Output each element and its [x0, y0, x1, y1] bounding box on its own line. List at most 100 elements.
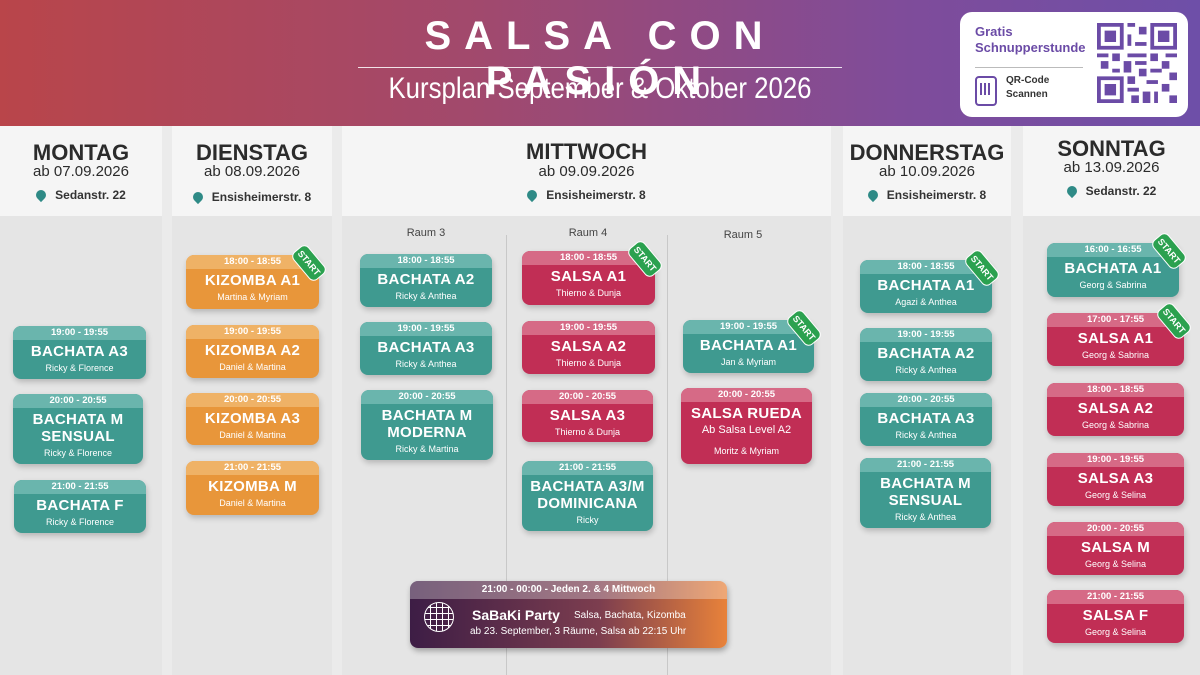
course-name: KIZOMBA M — [208, 478, 297, 495]
day-header: MONTAG ab 07.09.2026 Sedanstr. 22 — [0, 126, 162, 216]
qr-caption: QR-Code Scannen — [1006, 75, 1050, 100]
disco-ball-icon — [424, 602, 454, 632]
location-pin-icon — [34, 187, 49, 203]
course-teachers: Daniel & Martina — [219, 430, 286, 440]
course-name: SALSA A2 — [550, 338, 627, 355]
day-location: Ensisheimerstr. 8 — [342, 187, 831, 203]
course-time: 20:00 - 20:55 — [361, 390, 493, 404]
course-time: 20:00 - 20:55 — [186, 393, 319, 407]
course-teachers: Jan & Myriam — [720, 357, 776, 367]
course-time: 20:00 - 20:55 — [681, 388, 812, 402]
course-teachers: Martina & Myriam — [217, 292, 288, 302]
qr-promo-box[interactable]: Gratis Schnupperstunde QR-Code Scannen — [960, 12, 1188, 117]
course-time: 19:00 - 19:55 — [683, 320, 814, 334]
course-time: 19:00 - 19:55 — [860, 328, 992, 342]
course-time: 20:00 - 20:55 — [13, 394, 143, 408]
course-teachers: Ricky & Florence — [45, 517, 115, 527]
day-location: Sedanstr. 22 — [0, 187, 162, 203]
course-name: BACHATA A2 — [377, 271, 475, 288]
location-pin-icon — [525, 187, 540, 203]
course-time: 19:00 - 19:55 — [360, 322, 492, 336]
course-teachers: Thierno & Dunja — [555, 358, 622, 368]
course-teachers: Daniel & Martina — [219, 498, 286, 508]
course-time: 19:00 - 19:55 — [522, 321, 655, 335]
party-time: 21:00 - 00:00 - Jeden 2. & 4 Mittwoch — [410, 581, 727, 599]
course-teachers: Ricky & Anthea — [895, 365, 957, 375]
course-name: SALSA F — [1082, 607, 1149, 624]
course-teachers: Georg & Selina — [1084, 627, 1147, 637]
party-card[interactable]: 21:00 - 00:00 - Jeden 2. & 4 Mittwoch Sa… — [410, 581, 727, 648]
course-name: SALSA RUEDA — [690, 405, 803, 422]
location-pin-icon — [190, 189, 205, 205]
course-name: SALSA M — [1080, 539, 1151, 556]
day-date: ab 09.09.2026 — [538, 163, 635, 180]
course-name: SALSA A3 — [549, 407, 626, 424]
course-time: 21:00 - 21:55 — [522, 461, 653, 475]
course-time: 20:00 - 20:55 — [1047, 522, 1184, 536]
day-name: MONTAG — [32, 140, 130, 165]
course-teachers: Georg & Selina — [1084, 490, 1147, 500]
course-teachers: Ricky & Anthea — [395, 359, 457, 369]
course-teachers: Moritz & Myriam — [714, 446, 779, 456]
course-teachers: Georg & Sabrina — [1079, 280, 1147, 290]
party-name: SaBaKi Party — [472, 607, 560, 623]
title-divider — [358, 67, 842, 68]
course-time: 21:00 - 21:55 — [186, 461, 319, 475]
day-name: DIENSTAG — [195, 140, 309, 165]
course-name: BACHATA M SENSUAL — [32, 411, 124, 445]
course-time: 16:00 - 16:55 — [1047, 243, 1179, 257]
course-teachers: Ricky — [576, 515, 599, 525]
day-header: SONNTAG ab 13.09.2026 Sedanstr. 22 — [1023, 126, 1200, 216]
course-name: BACHATA A3/M DOMINICANA — [530, 478, 645, 512]
day-date: ab 08.09.2026 — [204, 163, 300, 180]
course-name: BACHATA A1 — [1064, 260, 1162, 277]
course-teachers: Georg & Sabrina — [1081, 350, 1150, 360]
course-name: BACHATA F — [36, 497, 124, 514]
day-date: ab 10.09.2026 — [879, 163, 975, 180]
day-date: ab 07.09.2026 — [33, 163, 129, 180]
page-subtitle: Kursplan September & Oktober 2026 — [388, 72, 812, 105]
day-name: SONNTAG — [1057, 136, 1166, 161]
day-header: DIENSTAG ab 08.09.2026 Ensisheimerstr. 8 — [172, 126, 332, 216]
course-time: 21:00 - 21:55 — [860, 458, 991, 472]
course-name: KIZOMBA A1 — [204, 272, 301, 289]
course-name: KIZOMBA A2 — [204, 342, 301, 359]
qr-code-icon[interactable] — [1097, 23, 1177, 103]
day-location: Sedanstr. 22 — [1023, 183, 1200, 199]
day-header: MITTWOCH ab 09.09.2026 Ensisheimerstr. 8 — [342, 126, 831, 216]
location-pin-icon — [865, 187, 880, 203]
course-time: 17:00 - 17:55 — [1047, 313, 1184, 327]
course-time: 21:00 - 21:55 — [1047, 590, 1184, 604]
course-time: 18:00 - 18:55 — [186, 255, 319, 269]
room-label: Raum 4 — [568, 227, 608, 239]
course-time: 19:00 - 19:55 — [13, 326, 146, 340]
course-name: BACHATA A2 — [877, 345, 975, 362]
course-time: 18:00 - 18:55 — [860, 260, 992, 274]
course-name: BACHATA A1 — [877, 277, 975, 294]
course-teachers: Georg & Selina — [1084, 559, 1147, 569]
room-divider — [506, 235, 507, 675]
